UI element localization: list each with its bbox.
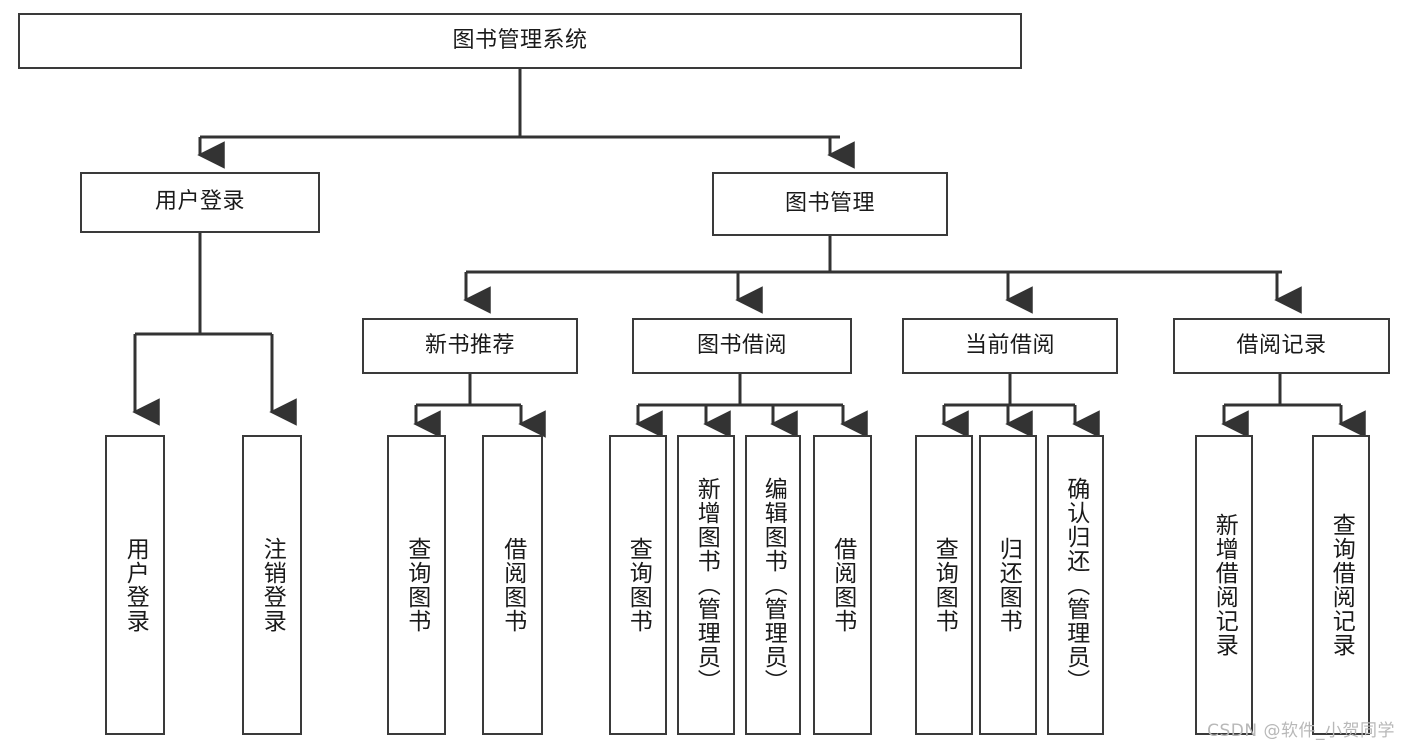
node-label: 图书管理	[784, 190, 875, 216]
node-label: 用户登录	[154, 189, 245, 215]
node-book-borrow[interactable]: 图书借阅	[632, 318, 852, 374]
node-leaf-query-book-2[interactable]: 查询图书	[609, 435, 667, 735]
watermark: CSDN @软件_小贺同学	[1207, 721, 1395, 741]
node-leaf-borrow-book-1[interactable]: 借阅图书	[482, 435, 543, 735]
node-leaf-query-record[interactable]: 查询借阅记录	[1312, 435, 1370, 735]
node-leaf-borrow-book-2[interactable]: 借阅图书	[813, 435, 872, 735]
node-label: 查询图书	[403, 537, 430, 633]
node-leaf-confirm-return[interactable]: 确认归还（管理员）	[1047, 435, 1104, 735]
node-label: 当前借阅	[964, 332, 1055, 358]
node-label: 借阅记录	[1236, 332, 1327, 358]
node-leaf-edit-book[interactable]: 编辑图书（管理员）	[745, 435, 801, 735]
node-label: 新增图书（管理员）	[693, 477, 720, 693]
node-book-management[interactable]: 图书管理	[712, 172, 948, 236]
node-label: 归还图书	[995, 537, 1022, 633]
node-new-book-recommend[interactable]: 新书推荐	[362, 318, 578, 374]
node-root-book-management-system[interactable]: 图书管理系统	[18, 13, 1022, 69]
node-leaf-return-book[interactable]: 归还图书	[979, 435, 1037, 735]
node-leaf-logout-login[interactable]: 注销登录	[242, 435, 302, 735]
node-current-borrow[interactable]: 当前借阅	[902, 318, 1118, 374]
node-label: 借阅图书	[499, 537, 526, 633]
node-label: 用户登录	[122, 537, 149, 633]
node-label: 新书推荐	[424, 332, 515, 358]
node-user-login[interactable]: 用户登录	[80, 172, 320, 233]
node-label: 图书借阅	[696, 332, 787, 358]
node-label: 新增借阅记录	[1211, 513, 1238, 657]
node-label: 编辑图书（管理员）	[760, 477, 787, 693]
node-label: 查询图书	[931, 537, 958, 633]
node-leaf-query-book-1[interactable]: 查询图书	[387, 435, 446, 735]
node-leaf-user-login[interactable]: 用户登录	[105, 435, 165, 735]
node-label: 确认归还（管理员）	[1062, 477, 1089, 693]
node-leaf-query-book-3[interactable]: 查询图书	[915, 435, 973, 735]
node-label: 查询借阅记录	[1328, 513, 1355, 657]
node-label: 查询图书	[625, 537, 652, 633]
node-borrow-record[interactable]: 借阅记录	[1173, 318, 1390, 374]
node-label: 注销登录	[259, 537, 286, 633]
node-label: 图书管理系统	[452, 27, 588, 53]
node-leaf-add-record[interactable]: 新增借阅记录	[1195, 435, 1253, 735]
node-leaf-add-book[interactable]: 新增图书（管理员）	[677, 435, 735, 735]
node-label: 借阅图书	[829, 537, 856, 633]
